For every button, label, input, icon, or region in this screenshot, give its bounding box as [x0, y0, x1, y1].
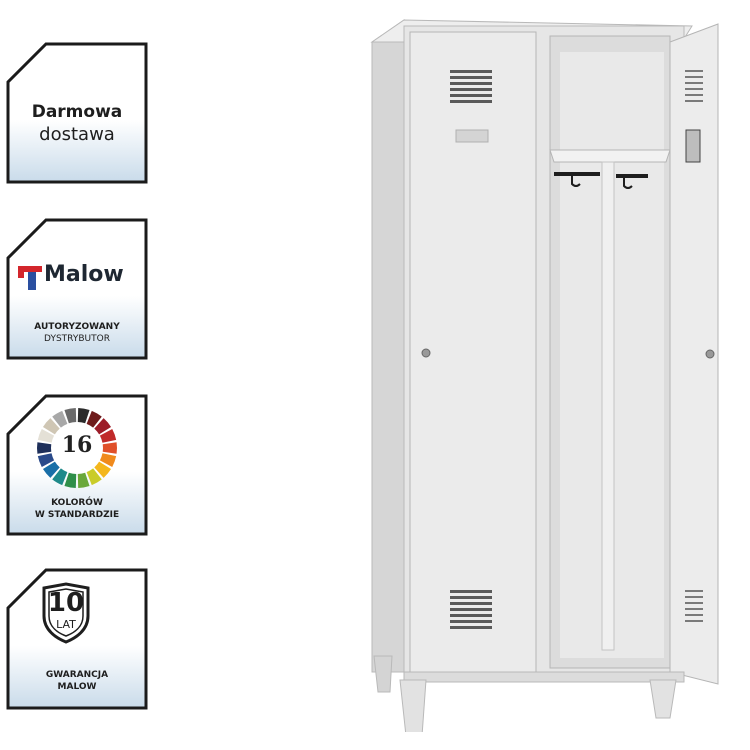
distributor-line1: AUTORYZOWANY: [34, 322, 120, 332]
door-vent-bottom: [685, 590, 703, 622]
color-swatch-segment: [42, 461, 60, 478]
door-lock-icon: [705, 349, 715, 359]
badge-frame-icon: [6, 42, 148, 184]
color-swatch-segment: [77, 408, 90, 424]
locker-side-panel: [371, 19, 405, 673]
color-swatch-segment: [64, 408, 77, 424]
vent-bottom: [450, 590, 492, 629]
color-wheel-icon: [37, 408, 118, 488]
badge-16-colors: 16 KOLORÓW W STANDARDZIE: [6, 394, 148, 536]
color-swatch-segment: [94, 461, 112, 478]
color-swatch-segment: [77, 472, 90, 488]
color-swatch-segment: [52, 410, 68, 428]
color-swatch-segment: [37, 453, 55, 467]
color-swatch-segment: [102, 442, 118, 454]
malow-logo-icon: [18, 266, 42, 290]
door-label-holder: [685, 129, 701, 163]
warranty-unit: LAT: [56, 618, 76, 631]
warranty-years: 10: [47, 588, 85, 618]
locker-right-door-open: [669, 23, 719, 685]
color-swatch-segment: [52, 468, 68, 486]
colors-line1: KOLORÓW: [51, 498, 103, 508]
locker-base: [403, 671, 685, 683]
warranty-line2: MALOW: [57, 682, 97, 692]
colors-line2: W STANDARDZIE: [34, 510, 120, 520]
shield-icon: [42, 582, 90, 644]
warranty-line1: GWARANCJA: [45, 670, 109, 680]
locker-product-image: [370, 19, 719, 732]
color-swatch-segment: [42, 418, 60, 435]
badge-free-delivery: Darmowa dostawa: [6, 42, 148, 184]
compartment-shelf: [549, 149, 671, 163]
color-swatch-segment: [86, 410, 102, 428]
hanger-rod-right: [616, 174, 648, 178]
color-swatch-segment: [94, 418, 112, 435]
leg-front-left: [399, 679, 427, 732]
hanger-rod-left: [554, 172, 600, 176]
leg-front-right: [649, 679, 677, 719]
distributor-line2: DYSTRYBUTOR: [44, 334, 110, 344]
delivery-line1: Darmowa: [31, 102, 123, 122]
vent-top: [450, 70, 492, 103]
badge-frame-icon: [6, 218, 148, 360]
door-vent-top: [685, 70, 703, 102]
badge-warranty: 10 LAT GWARANCJA MALOW: [6, 568, 148, 710]
malow-brand-name: Malow: [44, 262, 124, 287]
color-swatch-segment: [64, 472, 77, 488]
badge-authorized-distributor: Malow AUTORYZOWANY DYSTRYBUTOR: [6, 218, 148, 360]
hook-icon: [571, 176, 581, 187]
color-swatch-segment: [99, 453, 117, 467]
delivery-line2: dostawa: [39, 124, 115, 145]
lock-icon: [421, 348, 431, 358]
compartment-divider: [601, 161, 615, 651]
leg-back-left: [373, 655, 393, 693]
color-swatch-segment: [37, 442, 52, 454]
color-swatch-segment: [86, 468, 102, 486]
color-swatch-segment: [99, 429, 117, 443]
color-count: 16: [61, 432, 93, 458]
label-holder: [455, 129, 489, 143]
color-swatch-segment: [37, 429, 55, 443]
hook-icon: [623, 178, 633, 189]
